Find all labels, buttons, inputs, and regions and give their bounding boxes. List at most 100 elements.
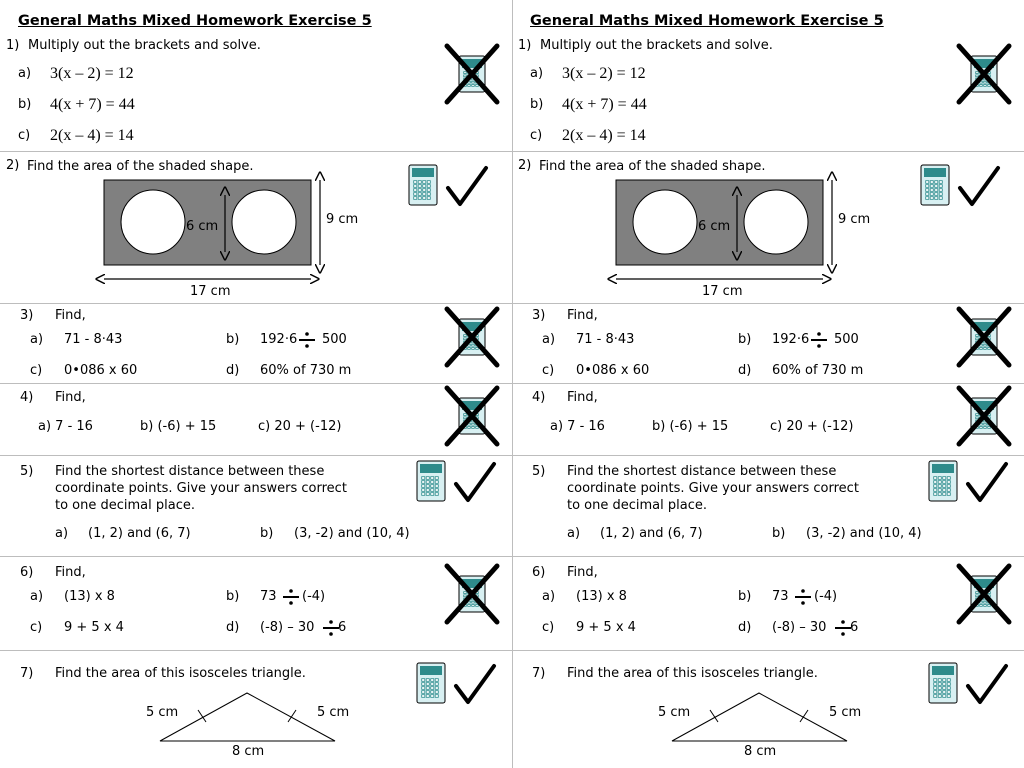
q6b-left: 73 (772, 589, 789, 604)
check-icon (966, 462, 1008, 502)
q6b-label: b) (738, 589, 752, 604)
q5-line-1: Find the shortest distance between these (55, 464, 325, 479)
q3c-label: c) (542, 363, 555, 378)
calculator-icon (928, 460, 958, 502)
q3b-label: b) (738, 332, 752, 347)
q6d-label: d) (226, 620, 240, 635)
section-divider (512, 556, 1024, 557)
q6a-expression: (13) x 8 (576, 589, 627, 604)
triangle (671, 692, 848, 742)
calculator-icon (928, 662, 958, 704)
q4c-expression: c) 20 + (-12) (258, 419, 342, 434)
check-icon (454, 462, 496, 502)
worksheet-title: General Maths Mixed Homework Exercise 5 (530, 13, 884, 29)
q1a-label: a) (530, 66, 544, 81)
q3-prompt: Find, (55, 308, 86, 323)
divide-sign-icon (299, 332, 315, 348)
q4-number: 4) (532, 390, 546, 405)
q3a-expression: 71 - 8·43 (64, 332, 123, 347)
isosceles-triangle-diagram (671, 692, 848, 742)
q1c-label: c) (530, 128, 543, 143)
check-icon (454, 664, 496, 704)
cross-icon (956, 385, 1012, 447)
base-label: 8 cm (744, 744, 777, 759)
q2-prompt: Find the area of the shaded shape. (539, 159, 766, 174)
q6a-expression: (13) x 8 (64, 589, 115, 604)
q6d-label: d) (738, 620, 752, 635)
q5a-label: a) (567, 526, 581, 541)
section-divider (512, 383, 1024, 384)
q6d-left: (-8) – 30 (772, 620, 827, 635)
q3c-expression: 0•086 x 60 (64, 363, 138, 378)
width-label: 17 cm (702, 284, 743, 299)
q6b-left: 73 (260, 589, 277, 604)
worksheet-left: General Maths Mixed Homework Exercise 5 … (0, 13, 512, 759)
q7-number: 7) (20, 666, 34, 681)
q4-prompt: Find, (55, 390, 86, 405)
q1-prompt: Multiply out the brackets and solve. (540, 38, 773, 53)
q5b-points: (3, -2) and (10, 4) (806, 526, 922, 541)
q4a-expression: a) 7 - 16 (550, 419, 605, 434)
q6-number: 6) (532, 565, 546, 580)
calculator-not-allowed (955, 305, 1013, 373)
section-divider (512, 151, 1024, 152)
q1a-equation: 3(x – 2) = 12 (50, 65, 134, 82)
q3a-label: a) (30, 332, 44, 347)
divide-sign-icon (795, 589, 811, 605)
q5-number: 5) (20, 464, 34, 479)
right-side-label: 5 cm (317, 705, 350, 720)
q3b-right: 500 (322, 332, 347, 347)
section-divider (0, 303, 512, 304)
calculator-allowed (416, 460, 500, 510)
q5-number: 5) (532, 464, 546, 479)
section-divider (0, 556, 512, 557)
left-tick (197, 709, 207, 723)
right-tick (287, 709, 297, 723)
q3d-expression: 60% of 730 m (772, 363, 864, 378)
diameter-label: 6 cm (698, 219, 731, 234)
calculator-not-allowed (955, 562, 1013, 630)
q6d-right: 6 (338, 620, 347, 635)
right-side-label: 5 cm (829, 705, 862, 720)
q5-line-3: to one decimal place. (567, 498, 707, 513)
q3d-expression: 60% of 730 m (260, 363, 352, 378)
q4-prompt: Find, (567, 390, 598, 405)
q3-prompt: Find, (567, 308, 598, 323)
q4c-expression: c) 20 + (-12) (770, 419, 854, 434)
calculator-icon (416, 460, 446, 502)
worksheet-right: General Maths Mixed Homework Exercise 5 … (512, 0, 1024, 768)
q6b-right: (-4) (814, 589, 838, 604)
check-icon (446, 166, 488, 206)
calculator-not-allowed (443, 562, 501, 630)
left-side-label: 5 cm (658, 705, 691, 720)
q5a-points: (1, 2) and (6, 7) (600, 526, 703, 541)
q5b-label: b) (772, 526, 786, 541)
width-label: 17 cm (190, 284, 231, 299)
check-icon (958, 166, 1000, 206)
q1b-equation: 4(x + 7) = 44 (50, 96, 135, 113)
divide-sign-icon (835, 620, 851, 636)
q2-number: 2) (518, 158, 532, 173)
q1c-equation: 2(x – 4) = 14 (562, 127, 646, 144)
q2-number: 2) (6, 158, 20, 173)
q4a-expression: a) 7 - 16 (38, 419, 93, 434)
page-divider (512, 0, 513, 768)
section-divider (512, 455, 1024, 456)
q1a-label: a) (18, 66, 32, 81)
calculator-not-allowed (443, 42, 501, 110)
calculator-allowed (416, 662, 500, 712)
q3a-label: a) (542, 332, 556, 347)
calculator-icon (920, 164, 950, 206)
right-circle (231, 189, 297, 255)
q6c-label: c) (30, 620, 43, 635)
cross-icon (444, 385, 500, 447)
q1a-equation: 3(x – 2) = 12 (562, 65, 646, 82)
left-tick (709, 709, 719, 723)
q6d-right: 6 (850, 620, 859, 635)
cross-icon (956, 306, 1012, 368)
q3a-expression: 71 - 8·43 (576, 332, 635, 347)
divide-sign-icon (323, 620, 339, 636)
q3-number: 3) (532, 308, 546, 323)
q6b-label: b) (226, 589, 240, 604)
worksheet-title: General Maths Mixed Homework Exercise 5 (18, 13, 372, 29)
